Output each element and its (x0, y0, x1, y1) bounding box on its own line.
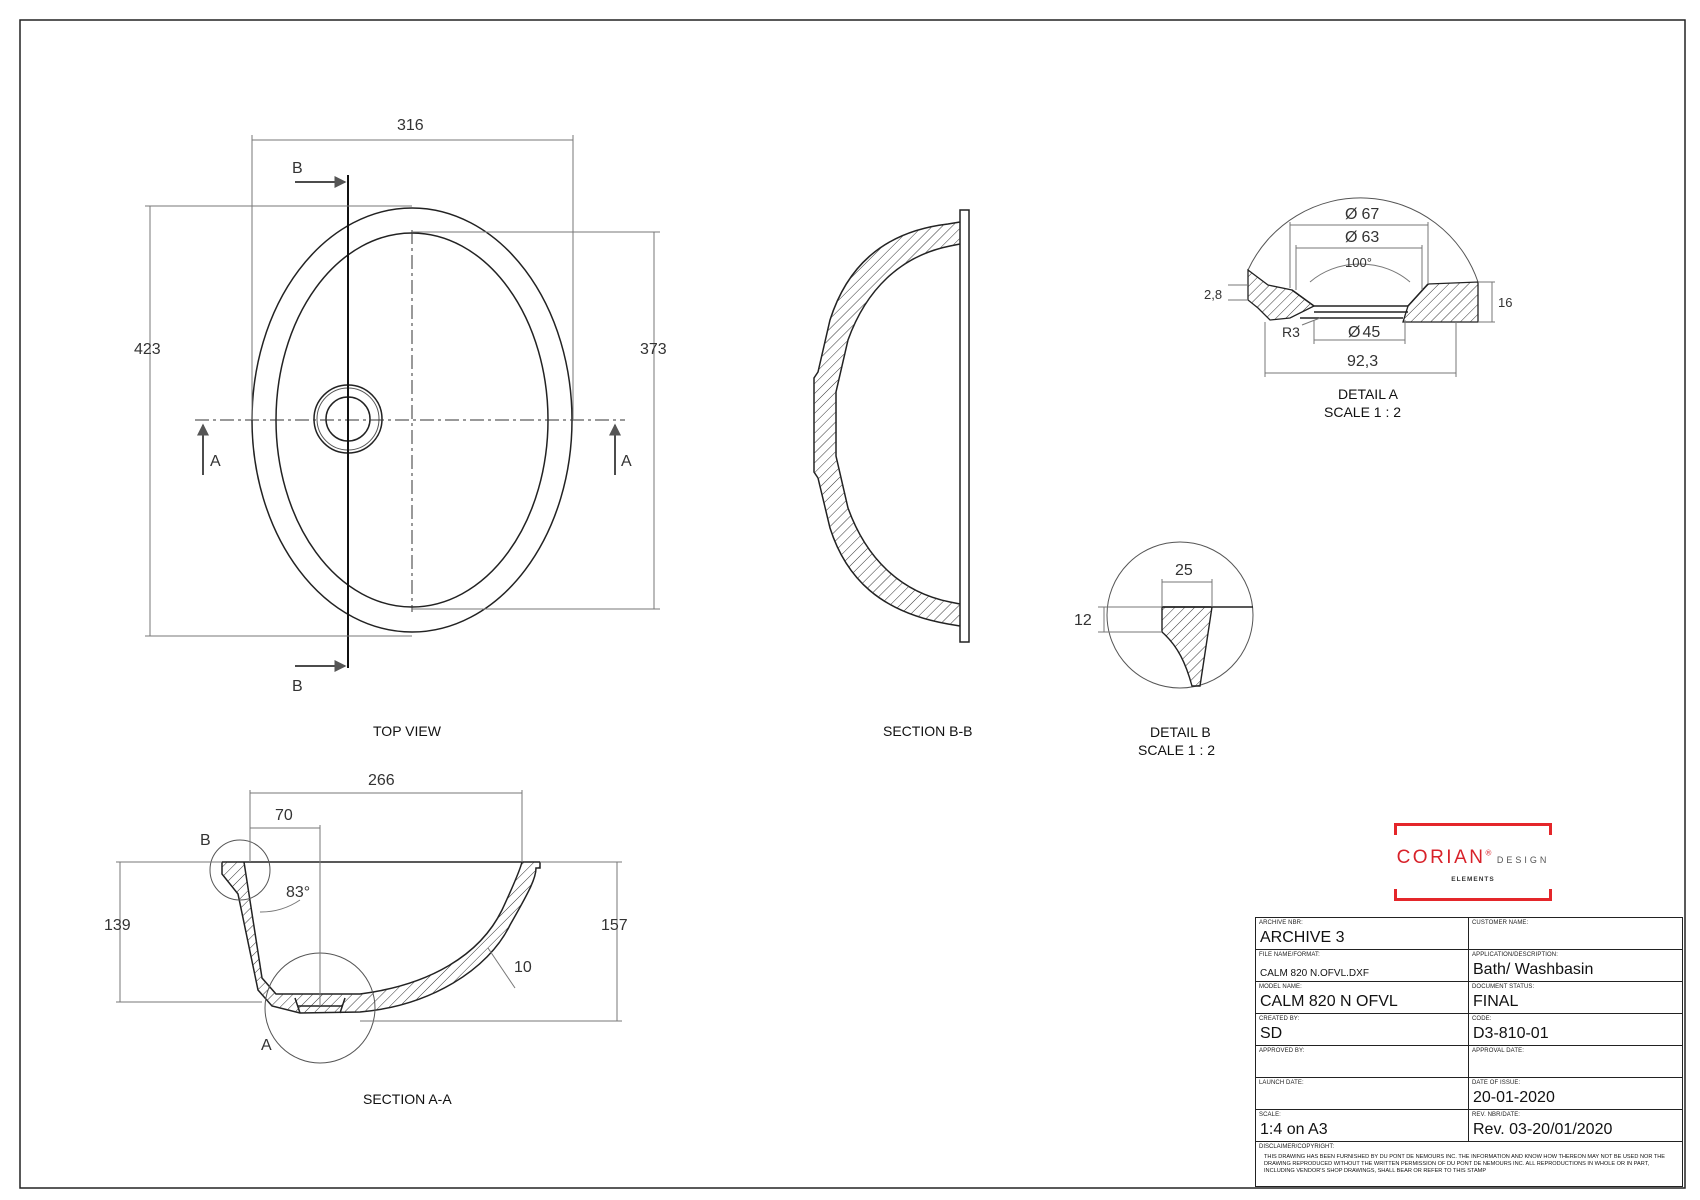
archive-value: ARCHIVE 3 (1260, 929, 1345, 946)
top-view-title: TOP VIEW (373, 723, 442, 739)
application-value: Bath/ Washbasin (1473, 961, 1594, 978)
logo-reg: ® (1485, 848, 1494, 858)
detail-a-right-section (1402, 281, 1479, 323)
file-key: FILE NAME/FORMAT: (1259, 952, 1320, 958)
issue-key: DATE OF ISSUE: (1472, 1080, 1521, 1086)
detail-b-scale: SCALE 1 : 2 (1138, 742, 1215, 758)
section-aa-wall-10: 10 (514, 959, 532, 976)
logo-design: DESIGN (1496, 855, 1550, 865)
section-a-label-right: A (621, 453, 632, 470)
top-view: B B A A 316 423 373 TOP VIEW (134, 117, 667, 739)
created-key: CREATED BY: (1259, 1016, 1300, 1022)
detail-a-height-16: 16 (1498, 295, 1512, 310)
customer-key: CUSTOMER NAME: (1472, 920, 1529, 926)
disclaimer-key: DISCLAIMER/COPYRIGHT: (1259, 1144, 1335, 1150)
file-value: CALM 820 N.OFVL.DXF (1260, 968, 1369, 979)
detail-a-radius-r3: R3 (1282, 324, 1300, 340)
section-b-label-top: B (292, 160, 303, 177)
title-block: ARCHIVE NBR: ARCHIVE 3 CUSTOMER NAME: FIL… (1255, 917, 1683, 1187)
section-aa-dim-266: 266 (368, 772, 395, 789)
corian-design-logo: CORIAN®DESIGN ELEMENTS (1394, 823, 1552, 901)
section-bb-title: SECTION B-B (883, 723, 972, 739)
section-aa-dim-139: 139 (104, 917, 131, 934)
detail-a-drain (1291, 283, 1429, 307)
section-aa-detail-b-label: B (200, 832, 211, 849)
section-bb-rim (959, 209, 970, 643)
detail-b-dim-25: 25 (1175, 562, 1193, 579)
detail-a-thickness-28: 2,8 (1204, 287, 1222, 302)
detail-a-scale: SCALE 1 : 2 (1324, 404, 1401, 420)
model-value: CALM 820 N OFVL (1260, 993, 1398, 1010)
scale-value: 1:4 on A3 (1260, 1121, 1328, 1138)
issue-value: 20-01-2020 (1473, 1089, 1555, 1106)
rev-value: Rev. 03-20/01/2020 (1473, 1121, 1613, 1138)
section-aa-wall-hatch (222, 862, 540, 1013)
sheet-border (19, 19, 1686, 1189)
detail-a-title: DETAIL A (1338, 386, 1399, 402)
approval-date-key: APPROVAL DATE: (1472, 1048, 1524, 1054)
detail-b-view: 25 12 DETAIL B SCALE 1 : 2 (1074, 541, 1254, 758)
detail-b-section (1161, 606, 1213, 687)
detail-a-left-section (1247, 268, 1316, 321)
logo-brand: CORIAN (1396, 847, 1486, 868)
code-value: D3-810-01 (1473, 1025, 1549, 1042)
section-aa-title: SECTION A-A (363, 1091, 452, 1107)
archive-key: ARCHIVE NBR: (1259, 920, 1303, 926)
rev-key: REV. NBR/DATE: (1472, 1112, 1521, 1118)
created-value: SD (1260, 1025, 1283, 1042)
detail-b-boundary (1106, 541, 1254, 689)
section-aa-angle-83: 83° (286, 884, 310, 901)
detail-a-boundary (1247, 197, 1479, 283)
dim-height-423: 423 (134, 341, 161, 358)
detail-b-callout (209, 839, 271, 901)
detail-b-dim-12: 12 (1074, 612, 1092, 629)
section-aa-dim-70: 70 (275, 807, 293, 824)
application-key: APPLICATION/DESCRIPTION: (1472, 952, 1558, 958)
disclaimer-text: THIS DRAWING HAS BEEN FURNISHED BY DU PO… (1264, 1154, 1666, 1174)
dim-height-373: 373 (640, 341, 667, 358)
approved-key: APPROVED BY: (1259, 1048, 1305, 1054)
dim-width-316: 316 (397, 117, 424, 134)
section-bb-wall-hatch (814, 222, 960, 626)
section-aa-dim-157: 157 (601, 917, 628, 934)
status-key: DOCUMENT STATUS: (1472, 984, 1535, 990)
detail-b-title: DETAIL B (1150, 724, 1211, 740)
detail-a-angle-100: 100° (1345, 255, 1372, 270)
section-bb-view: SECTION B-B (813, 209, 972, 739)
section-a-label-left: A (210, 453, 221, 470)
section-aa-view: B A 266 70 83° 139 157 10 SECTION A-A (104, 772, 628, 1107)
logo-elements: ELEMENTS (1451, 876, 1495, 883)
scale-key: SCALE: (1259, 1112, 1281, 1118)
section-aa-detail-a-label: A (261, 1037, 272, 1054)
status-value: FINAL (1473, 993, 1519, 1010)
section-aa-inner-profile (243, 861, 523, 995)
detail-a-width-92: 92,3 (1347, 353, 1378, 370)
code-key: CODE: (1472, 1016, 1492, 1022)
model-key: MODEL NAME: (1259, 984, 1302, 990)
section-b-label-bottom: B (292, 678, 303, 695)
launch-key: LAUNCH DATE: (1259, 1080, 1304, 1086)
